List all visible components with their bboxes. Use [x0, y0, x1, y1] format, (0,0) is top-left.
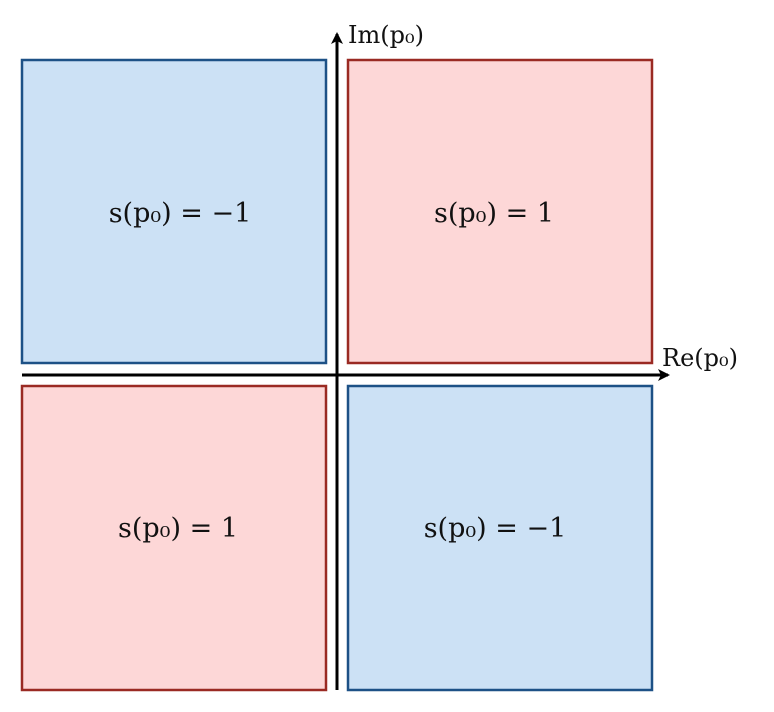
- imaginary-axis-label: Im(p₀): [348, 21, 424, 49]
- quadrant-bottom-right: [346, 384, 654, 692]
- quadrant-top-right-label: s(p₀) = 1: [434, 198, 554, 229]
- quadrant-bottom-left-label: s(p₀) = 1: [118, 513, 238, 544]
- quadrant-bottom-left: [20, 384, 328, 692]
- real-axis-label: Re(p₀): [662, 344, 738, 372]
- quadrant-top-right: [346, 58, 654, 365]
- quadrant-top-left-label: s(p₀) = −1: [109, 198, 252, 229]
- quadrant-bottom-right-label: s(p₀) = −1: [424, 513, 567, 544]
- quadrant-top-left: [20, 58, 328, 365]
